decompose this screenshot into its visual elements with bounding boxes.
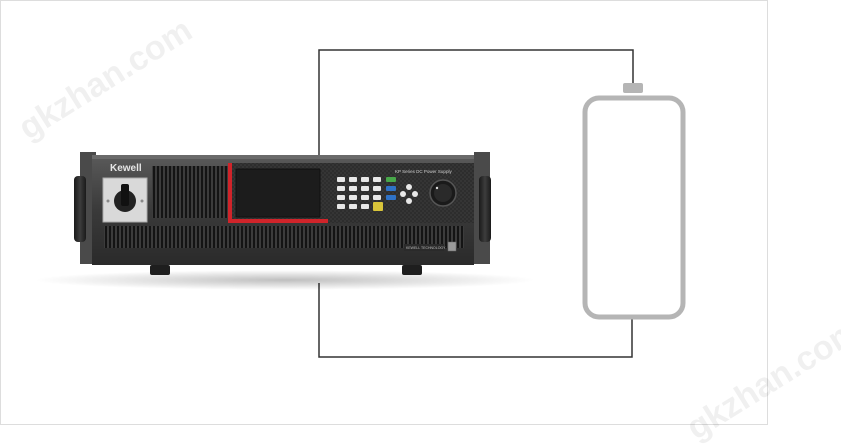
- vent-top: [152, 166, 228, 218]
- key[interactable]: [361, 186, 369, 191]
- dc-power-supply: Kewell KP Series DC Power Supply: [35, 152, 535, 290]
- usb-port[interactable]: [447, 241, 457, 252]
- key[interactable]: [349, 177, 357, 182]
- connection-diagram: Kewell KP Series DC Power Supply: [35, 49, 686, 358]
- panel-accent-bar: [228, 163, 232, 223]
- key[interactable]: [361, 177, 369, 182]
- brand-logo: Kewell: [110, 163, 142, 174]
- handle-left: [74, 176, 86, 242]
- arrow-left-key[interactable]: [400, 191, 406, 197]
- positive-lead-wire: [318, 49, 634, 155]
- key[interactable]: [349, 186, 357, 191]
- serial-label: KEWELL TECHNOLOGY: [406, 246, 446, 250]
- battery-icon: [582, 83, 686, 320]
- key[interactable]: [373, 195, 381, 200]
- device-shadow: [35, 270, 535, 290]
- key[interactable]: [373, 186, 381, 191]
- key[interactable]: [337, 204, 345, 209]
- key[interactable]: [337, 177, 345, 182]
- battery-body: [582, 95, 686, 320]
- arrow-up-key[interactable]: [406, 184, 412, 190]
- key[interactable]: [337, 195, 345, 200]
- model-label: KP Series DC Power Supply: [395, 169, 452, 174]
- diagram-frame: [0, 0, 768, 425]
- power-switch[interactable]: [102, 177, 148, 223]
- foot-left: [150, 265, 170, 275]
- key[interactable]: [337, 186, 345, 191]
- lcd-screen: [235, 168, 321, 218]
- negative-lead-wire: [318, 283, 633, 358]
- key[interactable]: [349, 195, 357, 200]
- foot-right: [402, 265, 422, 275]
- arrow-pad: [400, 184, 418, 204]
- keypad: [337, 177, 396, 211]
- key[interactable]: [373, 177, 381, 182]
- wiring: [318, 49, 634, 358]
- arrow-right-key[interactable]: [412, 191, 418, 197]
- key-blue[interactable]: [386, 195, 396, 200]
- key[interactable]: [361, 195, 369, 200]
- handle-right: [479, 176, 491, 242]
- key[interactable]: [349, 204, 357, 209]
- key-green[interactable]: [386, 177, 396, 182]
- rotary-knob[interactable]: [429, 179, 457, 207]
- key[interactable]: [361, 204, 369, 209]
- key-yellow[interactable]: [373, 202, 383, 211]
- label-strip: [404, 244, 444, 251]
- battery-terminal: [623, 83, 643, 93]
- vent-bottom: [104, 226, 464, 248]
- arrow-down-key[interactable]: [406, 198, 412, 204]
- key-blue[interactable]: [386, 186, 396, 191]
